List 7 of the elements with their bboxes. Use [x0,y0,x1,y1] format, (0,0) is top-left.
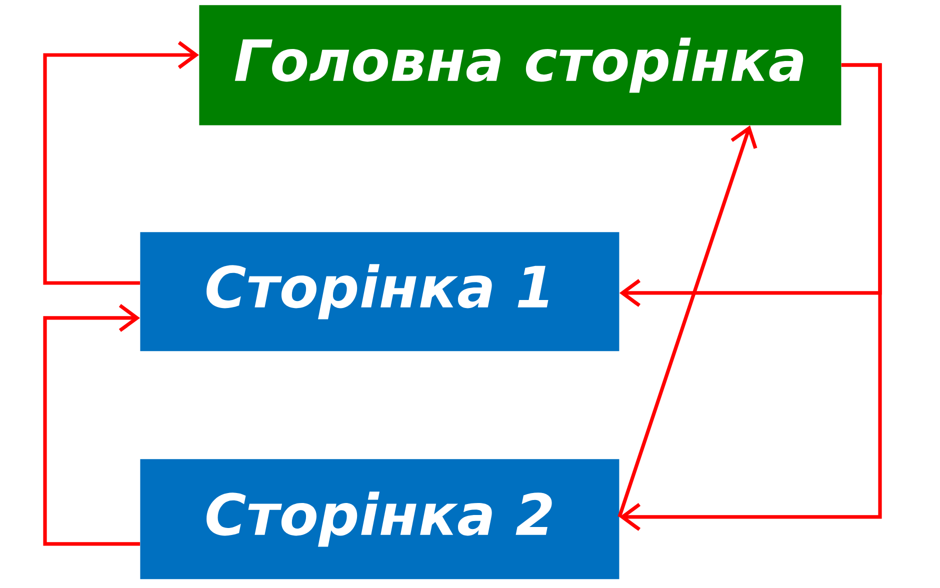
arrow [43,304,140,546]
page-box: Сторінка 2 [140,459,620,580]
arrow [618,125,758,518]
page-box: Сторінка 1 [140,232,620,352]
arrow [619,63,882,531]
arrow [43,41,199,285]
page-box: Головна сторінка [199,5,842,126]
